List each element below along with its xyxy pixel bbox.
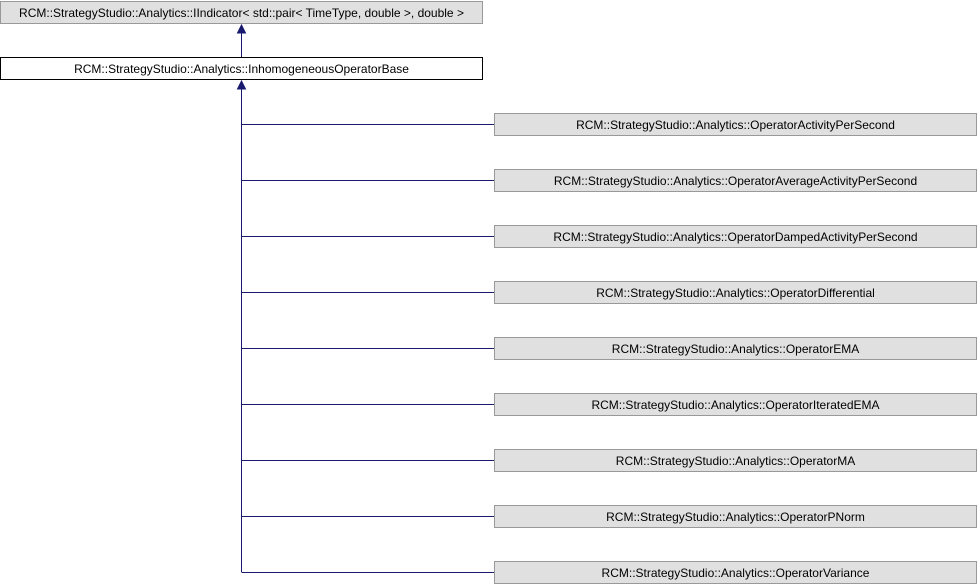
derived-class-node[interactable]: RCM::StrategyStudio::Analytics::Operator… (494, 281, 977, 304)
derived-class-box (494, 337, 977, 360)
derived-class-label: RCM::StrategyStudio::Analytics::Operator… (553, 230, 917, 244)
derived-class-node[interactable]: RCM::StrategyStudio::Analytics::Operator… (494, 505, 977, 528)
derived-class-label: RCM::StrategyStudio::Analytics::Operator… (616, 454, 855, 468)
derived-class-box (494, 169, 977, 192)
base-class-label: RCM::StrategyStudio::Analytics::IIndicat… (19, 6, 464, 20)
inheritance-arrowhead-base (236, 23, 247, 34)
current-class-box (0, 57, 483, 80)
derived-class-box (494, 281, 977, 304)
current-class-label: RCM::StrategyStudio::Analytics::Inhomoge… (74, 62, 409, 76)
derived-classes: RCM::StrategyStudio::Analytics::Operator… (241, 113, 977, 584)
derived-class-label: RCM::StrategyStudio::Analytics::Operator… (596, 286, 875, 300)
derived-class-label: RCM::StrategyStudio::Analytics::Operator… (612, 342, 859, 356)
derived-class-box (494, 449, 977, 472)
derived-class-label: RCM::StrategyStudio::Analytics::Operator… (606, 510, 865, 524)
derived-class-box (494, 505, 977, 528)
inheritance-arrowhead-derived (236, 79, 247, 90)
base-class-box (0, 1, 483, 24)
derived-class-label: RCM::StrategyStudio::Analytics::Operator… (591, 398, 879, 412)
derived-class-node[interactable]: RCM::StrategyStudio::Analytics::Operator… (494, 561, 977, 584)
derived-class-box (494, 225, 977, 248)
current-class-node[interactable]: RCM::StrategyStudio::Analytics::Inhomoge… (0, 57, 483, 80)
base-class-node[interactable]: RCM::StrategyStudio::Analytics::IIndicat… (0, 1, 483, 24)
derived-class-box (494, 393, 977, 416)
derived-class-node[interactable]: RCM::StrategyStudio::Analytics::Operator… (494, 113, 977, 136)
derived-class-label: RCM::StrategyStudio::Analytics::Operator… (576, 118, 895, 132)
derived-class-box (494, 113, 977, 136)
derived-class-label: RCM::StrategyStudio::Analytics::Operator… (554, 174, 917, 188)
derived-class-label: RCM::StrategyStudio::Analytics::Operator… (602, 566, 870, 580)
derived-class-node[interactable]: RCM::StrategyStudio::Analytics::Operator… (494, 337, 977, 360)
derived-class-node[interactable]: RCM::StrategyStudio::Analytics::Operator… (494, 449, 977, 472)
derived-class-node[interactable]: RCM::StrategyStudio::Analytics::Operator… (494, 393, 977, 416)
derived-class-node[interactable]: RCM::StrategyStudio::Analytics::Operator… (494, 225, 977, 248)
derived-class-node[interactable]: RCM::StrategyStudio::Analytics::Operator… (494, 169, 977, 192)
